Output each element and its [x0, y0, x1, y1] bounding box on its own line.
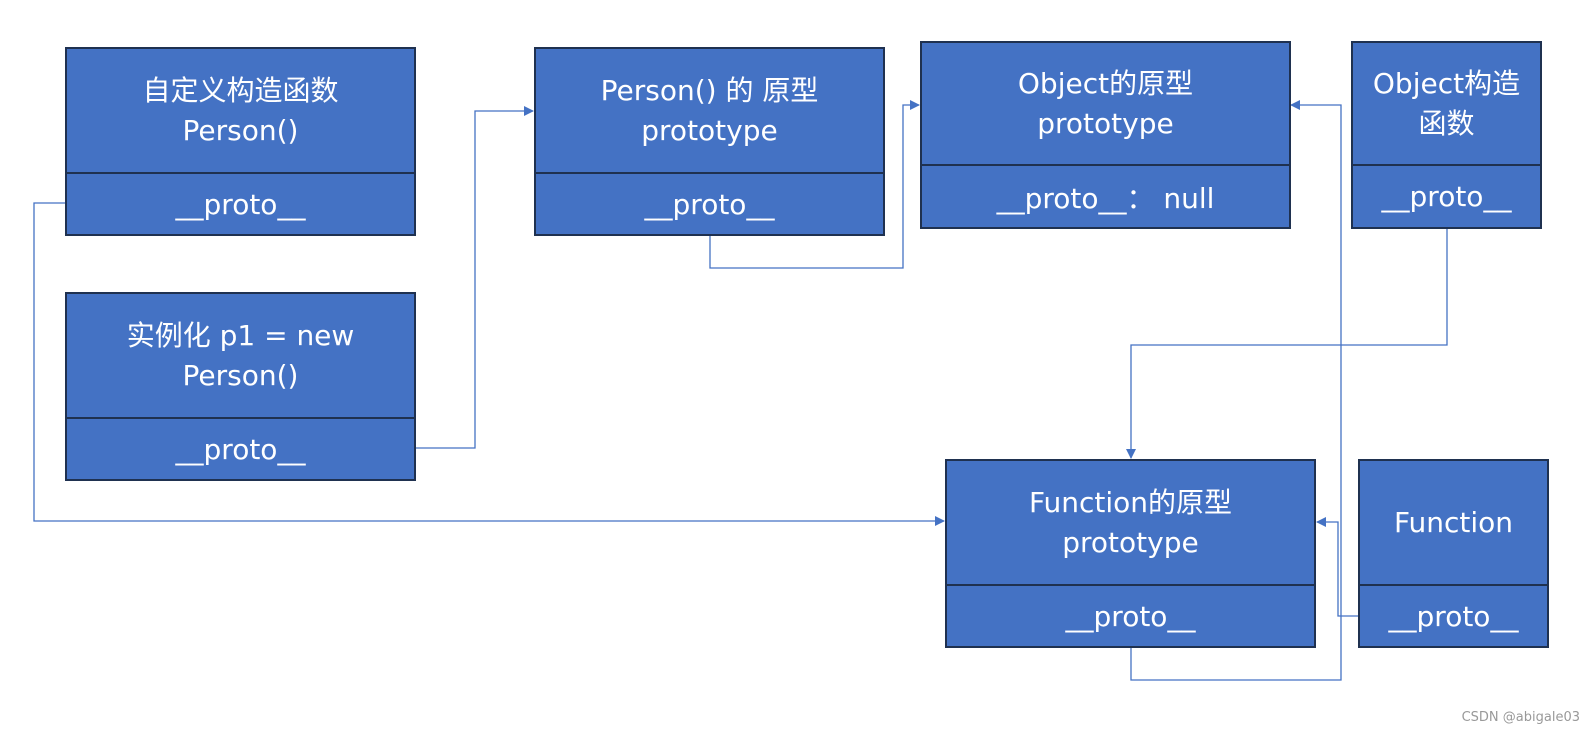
- box-title: Function: [1360, 461, 1547, 586]
- box-proto: __proto__： null: [996, 181, 1215, 215]
- connector-object-ctor-to-function-proto: [1126, 228, 1448, 459]
- watermark: CSDN @abigale03: [1461, 710, 1580, 725]
- connector-person-proto-to-object-proto: [709, 100, 920, 269]
- box-title: Function的原型 prototype: [947, 461, 1314, 586]
- box-proto: __proto__: [1381, 180, 1512, 213]
- object-constructor-box: Object构造 函数 __proto__: [1351, 41, 1542, 229]
- box-title: 实例化 p1 = new Person(): [67, 294, 414, 419]
- box-proto: __proto__: [175, 432, 306, 466]
- connector-function-ctor-to-function-proto: [1316, 517, 1359, 617]
- person-constructor-box: 自定义构造函数 Person() __proto__: [65, 47, 416, 236]
- box-proto: __proto__: [644, 187, 775, 221]
- box-proto: __proto__: [1388, 599, 1519, 633]
- function-constructor-box: Function __proto__: [1358, 459, 1549, 648]
- box-proto: __proto__: [1065, 599, 1196, 633]
- connector-instance-to-person-proto: [415, 106, 534, 449]
- connector-function-proto-to-object-proto: [1130, 100, 1342, 681]
- box-proto: __proto__: [175, 187, 306, 221]
- function-prototype-box: Function的原型 prototype __proto__: [945, 459, 1316, 648]
- box-title: 自定义构造函数 Person(): [67, 49, 414, 174]
- box-title: Person() 的 原型 prototype: [536, 49, 883, 174]
- object-prototype-box: Object的原型 prototype __proto__： null: [920, 41, 1291, 229]
- connector-person-ctor-to-function-proto: [33, 202, 945, 526]
- box-title: Object构造 函数: [1353, 43, 1540, 166]
- box-title: Object的原型 prototype: [922, 43, 1289, 166]
- instance-box: 实例化 p1 = new Person() __proto__: [65, 292, 416, 481]
- person-prototype-box: Person() 的 原型 prototype __proto__: [534, 47, 885, 236]
